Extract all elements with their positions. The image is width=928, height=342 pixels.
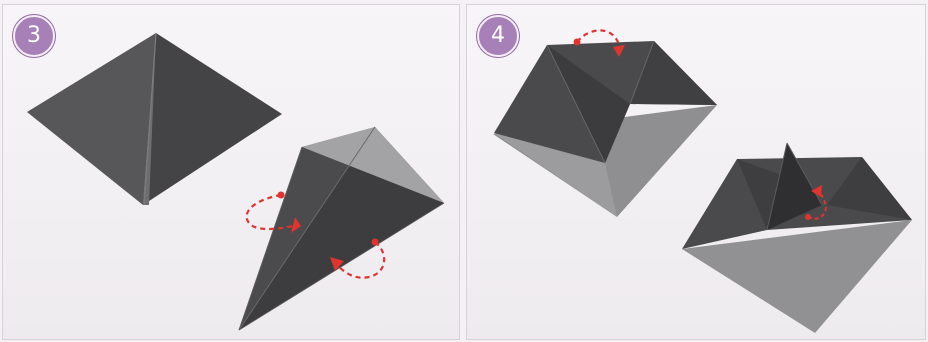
- paper-left-face: [27, 33, 156, 205]
- square-base-figure: [27, 33, 282, 205]
- step-3-panel: 3: [2, 4, 460, 340]
- lower-figure: [682, 143, 912, 333]
- fold-arrow-bottom-start: [805, 214, 811, 220]
- paper-right-face: [143, 33, 282, 205]
- step-4-panel: 4: [466, 4, 926, 340]
- step-3-illustration: [3, 5, 460, 340]
- upper-figure: [493, 41, 717, 217]
- fold-arrow-left-start: [278, 192, 285, 199]
- step-4-illustration: [467, 5, 926, 340]
- fold-arrow-right-start: [372, 239, 379, 246]
- fold-arrow-top-start: [574, 39, 581, 46]
